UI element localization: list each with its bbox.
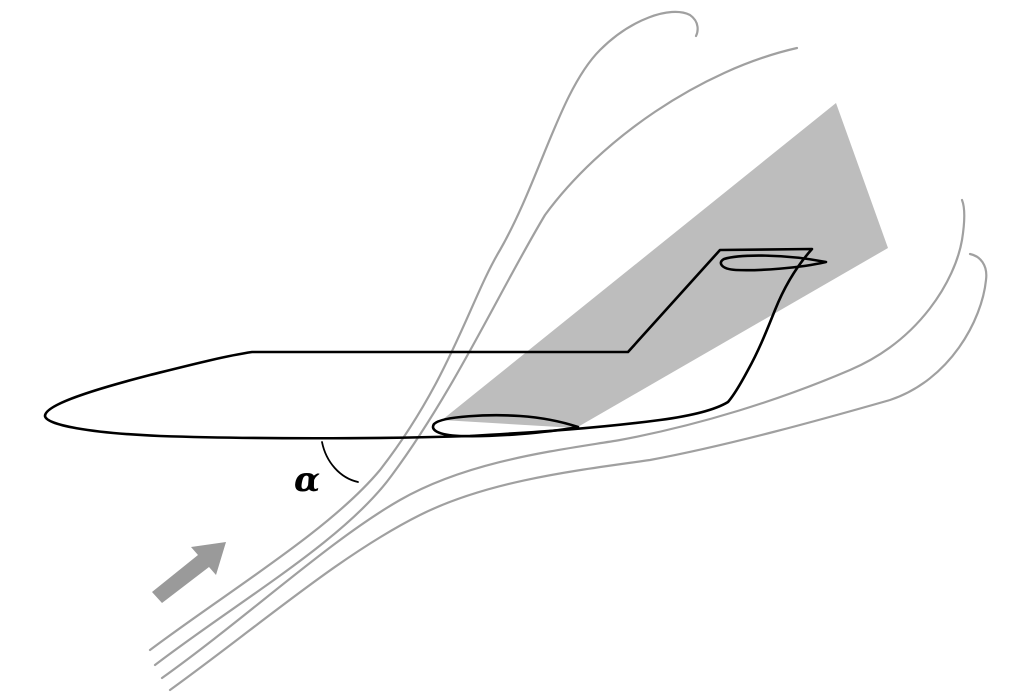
streamline-4 — [168, 252, 988, 692]
wing-section — [431, 413, 580, 438]
streamline-3 — [160, 198, 966, 680]
airflow-streamlines — [148, 10, 988, 692]
streamline-2 — [153, 46, 799, 667]
wake-shadow-region — [442, 103, 888, 428]
angle-of-attack-arc — [321, 441, 359, 483]
streamline-1 — [148, 10, 699, 652]
angle-of-attack-label: α — [294, 460, 320, 500]
flow-direction-arrow — [152, 542, 226, 603]
horizontal-tailplane — [719, 254, 828, 272]
